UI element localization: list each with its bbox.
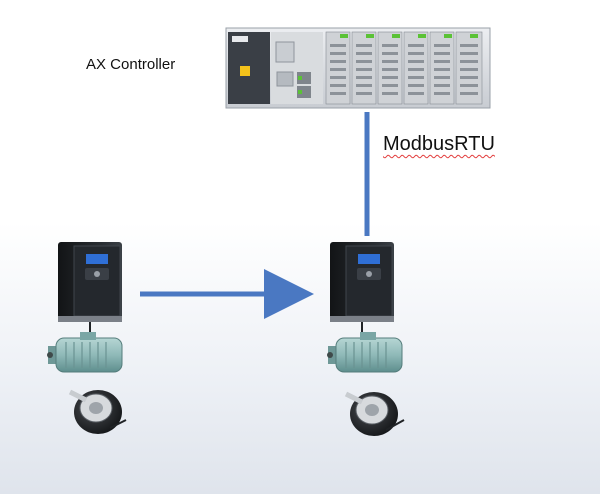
motor-left-icon <box>47 332 123 373</box>
drive-left-icon <box>58 242 122 322</box>
bus-label: ModbusRTU <box>383 133 495 155</box>
controller-label: AX Controller <box>86 56 176 73</box>
encoder-left-icon <box>68 389 127 434</box>
drive-right-icon <box>330 242 394 322</box>
motor-right-icon <box>327 332 403 373</box>
encoder-right-icon <box>344 391 405 436</box>
plc-controller-icon <box>225 27 491 109</box>
